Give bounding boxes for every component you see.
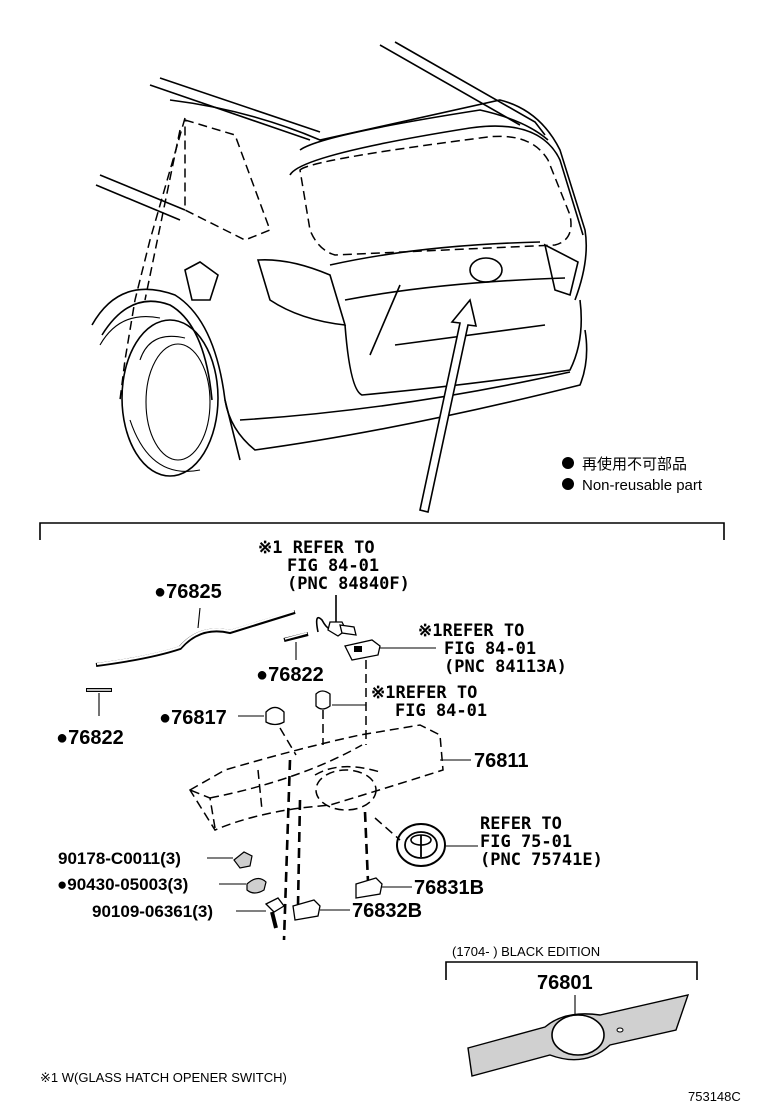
svg-text:FIG 84-01: FIG 84-01 [444, 639, 536, 659]
legend-jp: 再使用不可部品 [582, 456, 687, 473]
svg-text:※1REFER TO: ※1REFER TO [371, 683, 477, 703]
toyota-emblem [374, 817, 478, 867]
svg-text:90178-C0011(3): 90178-C0011(3) [58, 849, 181, 868]
part-76822-lower: ●76822 [56, 688, 124, 749]
part-76831B: 76831B [355, 877, 484, 899]
svg-text:76801: 76801 [537, 972, 593, 994]
svg-text:76831B: 76831B [414, 877, 484, 899]
svg-text:FIG 75-01: FIG 75-01 [480, 832, 572, 852]
footnote: ※1 W(GLASS HATCH OPENER SWITCH) [40, 1070, 287, 1085]
part-76822-upper: ●76822 [256, 632, 324, 686]
svg-text:(1704- ) BLACK EDITION: (1704- ) BLACK EDITION [452, 944, 600, 959]
svg-text:90109-06361(3): 90109-06361(3) [92, 902, 213, 921]
assembly-line-left [282, 759, 292, 941]
callout-arrow [419, 298, 478, 513]
part-76832B: 76832B [292, 899, 422, 922]
ref-84-01: ※1REFER TO FIG 84-01 [371, 683, 487, 721]
ref-84113A: ※1REFER TO FIG 84-01 (PNC 84113A) [418, 621, 567, 677]
part-90430: ●90430-05003(3) [57, 875, 267, 894]
svg-text:(PNC 75741E): (PNC 75741E) [480, 850, 603, 870]
svg-text:76811: 76811 [474, 750, 529, 772]
svg-text:FIG 84-01: FIG 84-01 [395, 701, 487, 721]
svg-text:REFER TO: REFER TO [480, 814, 562, 834]
legend: 再使用不可部品 Non-reusable part [562, 456, 703, 494]
opener-switch-wire [315, 595, 357, 637]
ref-75741E: REFER TO FIG 75-01 (PNC 75741E) [480, 814, 603, 870]
part-90178: 90178-C0011(3) [58, 849, 253, 869]
part-76817: ●76817 [159, 706, 297, 756]
svg-text:●90430-05003(3): ●90430-05003(3) [57, 875, 188, 894]
legend-en: Non-reusable part [582, 477, 703, 494]
svg-text:(PNC 84840F): (PNC 84840F) [287, 574, 410, 594]
svg-text:●76822: ●76822 [256, 664, 324, 686]
assembly-line-right [363, 811, 370, 883]
svg-text:FIG 84-01: FIG 84-01 [287, 556, 379, 576]
svg-text:●76825: ●76825 [154, 581, 222, 603]
svg-text:●76817: ●76817 [159, 707, 227, 729]
section-bracket [39, 522, 725, 540]
legend-bullet-en [562, 478, 574, 490]
ref-84840F: ※1 REFER TO FIG 84-01 (PNC 84840F) [258, 538, 410, 594]
svg-text:●76822: ●76822 [56, 727, 124, 749]
legend-bullet-jp [562, 457, 574, 469]
vehicle-illustration [91, 41, 588, 477]
black-edition-section: (1704- ) BLACK EDITION 76801 [445, 944, 698, 1077]
switch-clip [315, 690, 366, 745]
svg-text:※1REFER TO: ※1REFER TO [418, 621, 524, 641]
opener-switch [344, 639, 436, 745]
svg-text:(PNC 84113A): (PNC 84113A) [444, 657, 567, 677]
assembly-line-center [296, 799, 302, 906]
part-76825: ●76825 [95, 581, 296, 667]
svg-text:76832B: 76832B [352, 900, 422, 922]
part-90109: 90109-06361(3) [92, 897, 285, 929]
figure-code: 753148C [688, 1089, 741, 1104]
part-76811: 76811 [188, 724, 529, 831]
svg-text:※1 REFER TO: ※1 REFER TO [258, 538, 375, 558]
